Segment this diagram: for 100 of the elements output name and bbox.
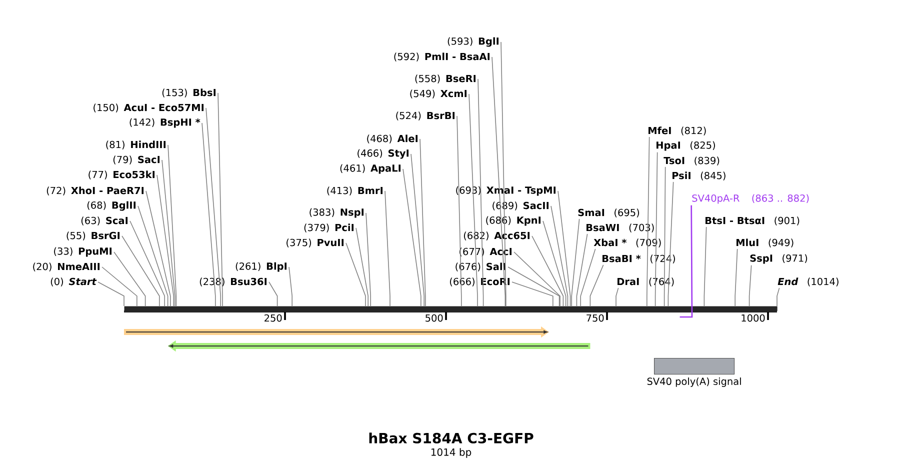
leader-line: [138, 206, 168, 306]
leader-line: [776, 288, 780, 306]
site-label: (549) XcmI: [410, 90, 466, 98]
site-label: MfeI (812): [648, 126, 706, 136]
feature-box: SV40 poly(A) signal: [647, 358, 741, 387]
leader-line: [130, 220, 166, 306]
leader-line: [576, 234, 588, 306]
leader-line: [668, 182, 674, 306]
leader-line: [542, 220, 566, 306]
site-label: (686) KpnI: [486, 216, 540, 226]
site-label: (150) AcuI - Eco57MI: [94, 104, 204, 112]
leader-line: [288, 266, 292, 306]
leader-line: [420, 138, 426, 306]
leader-line: [366, 212, 371, 306]
site-label: (79) SacI: [113, 156, 160, 164]
leader-line: [98, 282, 124, 306]
tick-label: 1000: [742, 314, 765, 322]
primer-label: SV40pA-R (863 .. 882): [692, 194, 809, 204]
site-label: MluI (949): [736, 238, 794, 248]
site-label: XbaI * (709): [594, 238, 661, 248]
site-label: (558) BseRI: [415, 74, 476, 84]
site-label: (63) ScaI: [81, 216, 128, 226]
leader-line: [156, 174, 174, 306]
leader-line: [664, 166, 666, 306]
site-label: (592) PmlI - BsaAI: [394, 52, 490, 62]
leader-line: [146, 190, 171, 306]
leader-line: [218, 92, 223, 306]
site-label: (682) Acc65I: [464, 232, 530, 240]
leader-line: [162, 160, 176, 306]
leader-line: [168, 144, 177, 306]
leader-line: [550, 206, 568, 306]
site-label: (0) Start: [50, 278, 97, 286]
leader-line: [384, 190, 390, 306]
leader-line: [410, 154, 424, 306]
leader-line: [580, 248, 596, 306]
leader-line: [512, 282, 554, 306]
leader-line: [590, 264, 604, 306]
leader-line: [654, 152, 658, 306]
leader-line: [102, 266, 138, 306]
site-label: (77) Eco53kI: [88, 170, 154, 180]
site-label: BtsI - BtsαI (901): [706, 216, 800, 226]
leader-line: [492, 56, 506, 306]
site-label: (593) BglI: [448, 37, 498, 47]
leader-line: [748, 264, 752, 306]
site-label: (68) BglII: [87, 201, 136, 211]
site-label: (379) PciI: [304, 224, 354, 232]
leader-line: [558, 190, 571, 306]
leader-line: [514, 252, 560, 306]
leader-line: [122, 236, 160, 306]
leader-line: [704, 226, 707, 306]
site-label: (33) PpuMI: [54, 247, 112, 257]
tick-label: 500: [426, 314, 443, 322]
site-label: (524) BsrBI: [396, 112, 454, 120]
tick-label: 250: [264, 314, 282, 322]
map-title: hBax S184A C3-EGFP: [369, 432, 534, 444]
leader-line: [478, 78, 484, 306]
site-label: (142) BspHI *: [130, 118, 200, 128]
site-label: (693) XmaI - TspMI: [456, 186, 556, 196]
site-label: (413) BmrI: [327, 186, 382, 196]
leader-line: [616, 288, 619, 306]
site-label: (153) BbsI: [162, 88, 216, 98]
leader-line: [356, 228, 368, 306]
site-label: (689) SacII: [492, 202, 548, 210]
node-label: SV40 poly(A) signal: [647, 377, 741, 387]
backbone-bar: [124, 306, 778, 312]
leader-line: [468, 94, 478, 306]
leader-line: [500, 42, 506, 306]
leader-line: [456, 116, 462, 306]
tick-label: 750: [586, 314, 604, 322]
site-label: DraI (764): [618, 278, 674, 286]
site-label: TsoI (839): [664, 156, 720, 166]
site-label: PsiI (845): [672, 172, 726, 180]
leader-line: [571, 218, 580, 306]
leader-line: [114, 252, 146, 306]
site-label: (466) StyI: [358, 149, 408, 159]
site-label: (20) NmeAIII: [33, 262, 100, 272]
site-label: End (1014): [778, 278, 838, 286]
site-label: (468) AleI: [367, 134, 418, 144]
site-label: SmaI (695): [578, 208, 640, 218]
leader-line: [532, 236, 564, 306]
site-label: (666) EcoRI: [450, 278, 510, 286]
map-caption: 1014 bp: [431, 448, 472, 458]
site-label: (72) XhoI - PaeR7I: [46, 186, 144, 196]
leader-line: [268, 282, 278, 306]
site-label: HpaI (825): [656, 141, 715, 151]
site-label: (375) PvuII: [286, 238, 344, 248]
leader-line: [206, 108, 222, 306]
primer-bracket: [680, 205, 693, 318]
leader-line: [346, 242, 366, 306]
site-label: (81) HindIII: [106, 140, 166, 150]
site-label: (383) NspI: [310, 208, 364, 218]
site-label: (238) Bsu36I: [200, 278, 266, 286]
leader-line: [202, 122, 216, 306]
site-label: (461) ApaLI: [340, 164, 400, 174]
leader-line: [646, 136, 650, 306]
site-label: BsaWI (703): [586, 224, 654, 232]
site-label: (261) BlpI: [236, 262, 286, 272]
leader-line: [734, 248, 738, 306]
leader-line: [508, 266, 560, 306]
site-label: SspI (971): [750, 254, 808, 264]
